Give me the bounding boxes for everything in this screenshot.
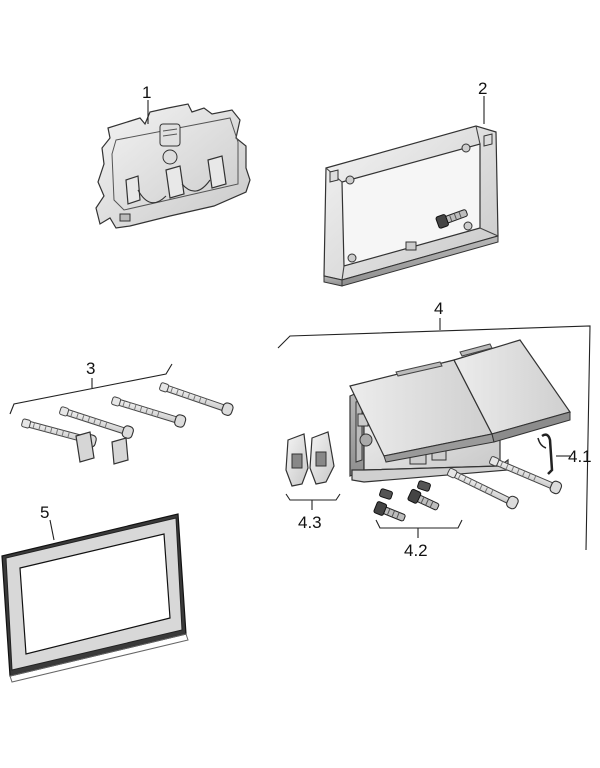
part-5-cover-plate: [1, 513, 189, 683]
label-part-1: 1: [142, 83, 151, 102]
label-part-4: 4: [434, 299, 443, 318]
part-3-extension-rods: [20, 379, 235, 465]
leader-lines: [9, 96, 591, 551]
label-part-5: 5: [40, 503, 49, 522]
label-part-3: 3: [86, 359, 95, 378]
part-4-3-clips: [285, 431, 335, 487]
label-part-4-1: 4.1: [568, 447, 592, 466]
part-4-1-spring-clip: [537, 433, 554, 475]
part-4-actuator-assembly: [349, 339, 571, 483]
part-4-2-bolts: [372, 480, 441, 525]
label-part-4-2: 4.2: [404, 541, 428, 560]
label-part-4-3: 4.3: [298, 513, 322, 532]
part-2-frame: [323, 125, 499, 287]
part-1-mounting-bracket: [95, 103, 251, 229]
label-part-2: 2: [478, 79, 487, 98]
